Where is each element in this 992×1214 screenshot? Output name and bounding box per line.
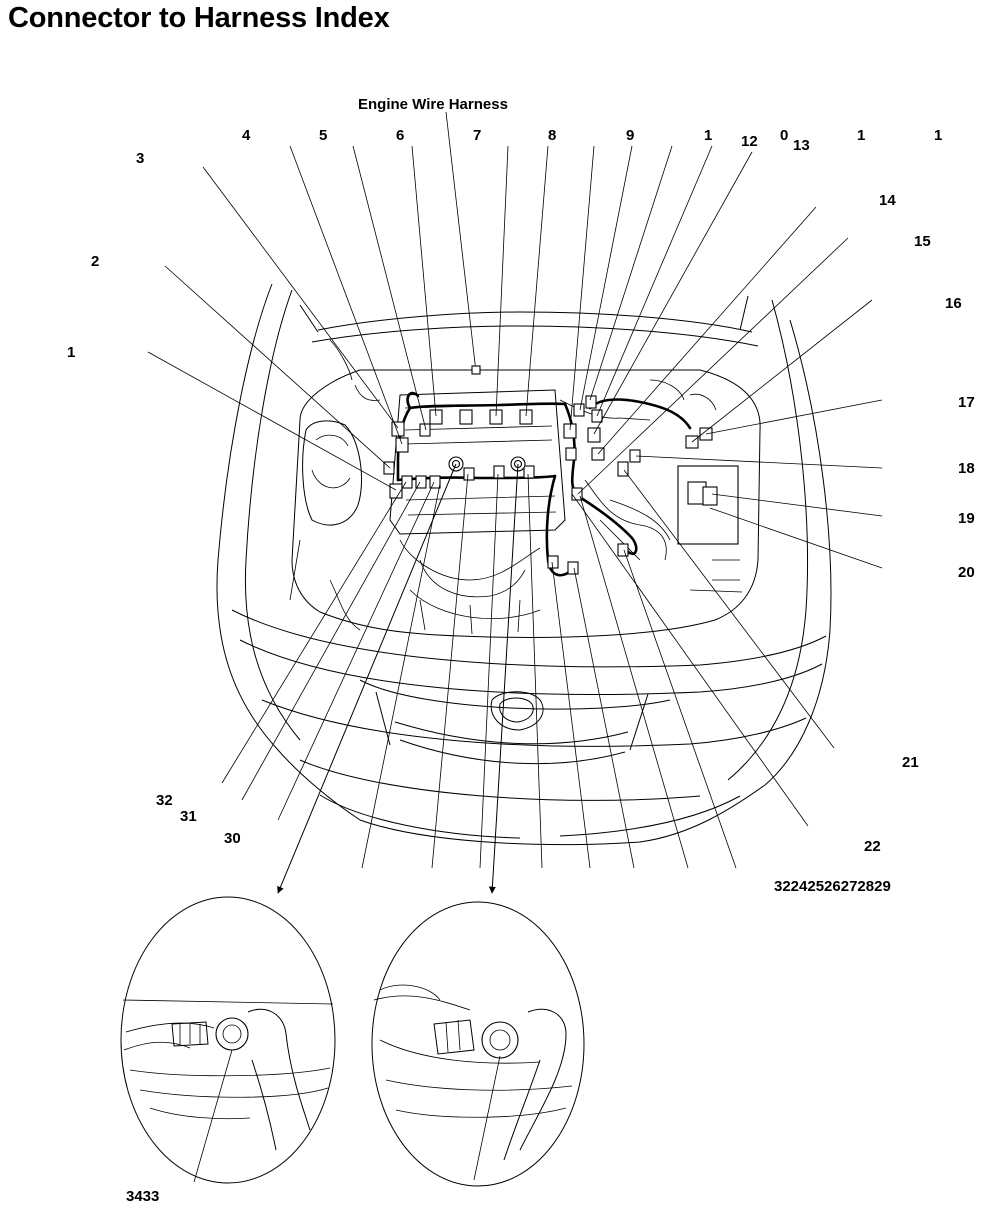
label-top: 4 [242,127,251,144]
label-right: 19 [958,510,975,527]
label-right: 18 [958,460,975,477]
engine-details [289,339,743,635]
label-top: 3 [136,150,144,167]
label-top: 9 [626,127,634,144]
label-right: 21 [902,754,919,771]
label-top: 1 [704,127,712,144]
label-left: 31 [180,808,197,825]
label-top: 5 [319,127,327,144]
label-right: 15 [914,233,931,250]
leader-lines [147,111,883,894]
label-top: 0 [780,127,788,144]
label-top: 1 [857,127,865,144]
label-bottom-left: 3433 [126,1188,159,1205]
label-bottom-right: 32242526272829 [774,878,891,895]
page-title: Connector to Harness Index [8,2,390,34]
label-top: 6 [396,127,404,144]
label-top: 7 [473,127,481,144]
label-right: 14 [879,192,896,209]
label-left: 1 [67,344,75,361]
vehicle-body [216,283,832,846]
label-top: 12 [741,133,758,150]
label-left: 30 [224,830,241,847]
connectors [383,395,713,575]
label-right: 22 [864,838,881,855]
label-left: 32 [156,792,173,809]
label-left: 2 [91,253,99,270]
label-top: 1 [934,127,942,144]
label-right: 17 [958,394,975,411]
callout-labels: Engine Wire Harness 3 4 5 6 7 8 9 1 12 0… [67,96,975,1205]
harness-label: Engine Wire Harness [358,96,508,113]
detail-circle-left [120,896,336,1184]
label-right: 16 [945,295,962,312]
label-top: 13 [793,137,810,154]
label-top: 8 [548,127,556,144]
detail-circle-right [371,901,585,1187]
label-right: 20 [958,564,975,581]
